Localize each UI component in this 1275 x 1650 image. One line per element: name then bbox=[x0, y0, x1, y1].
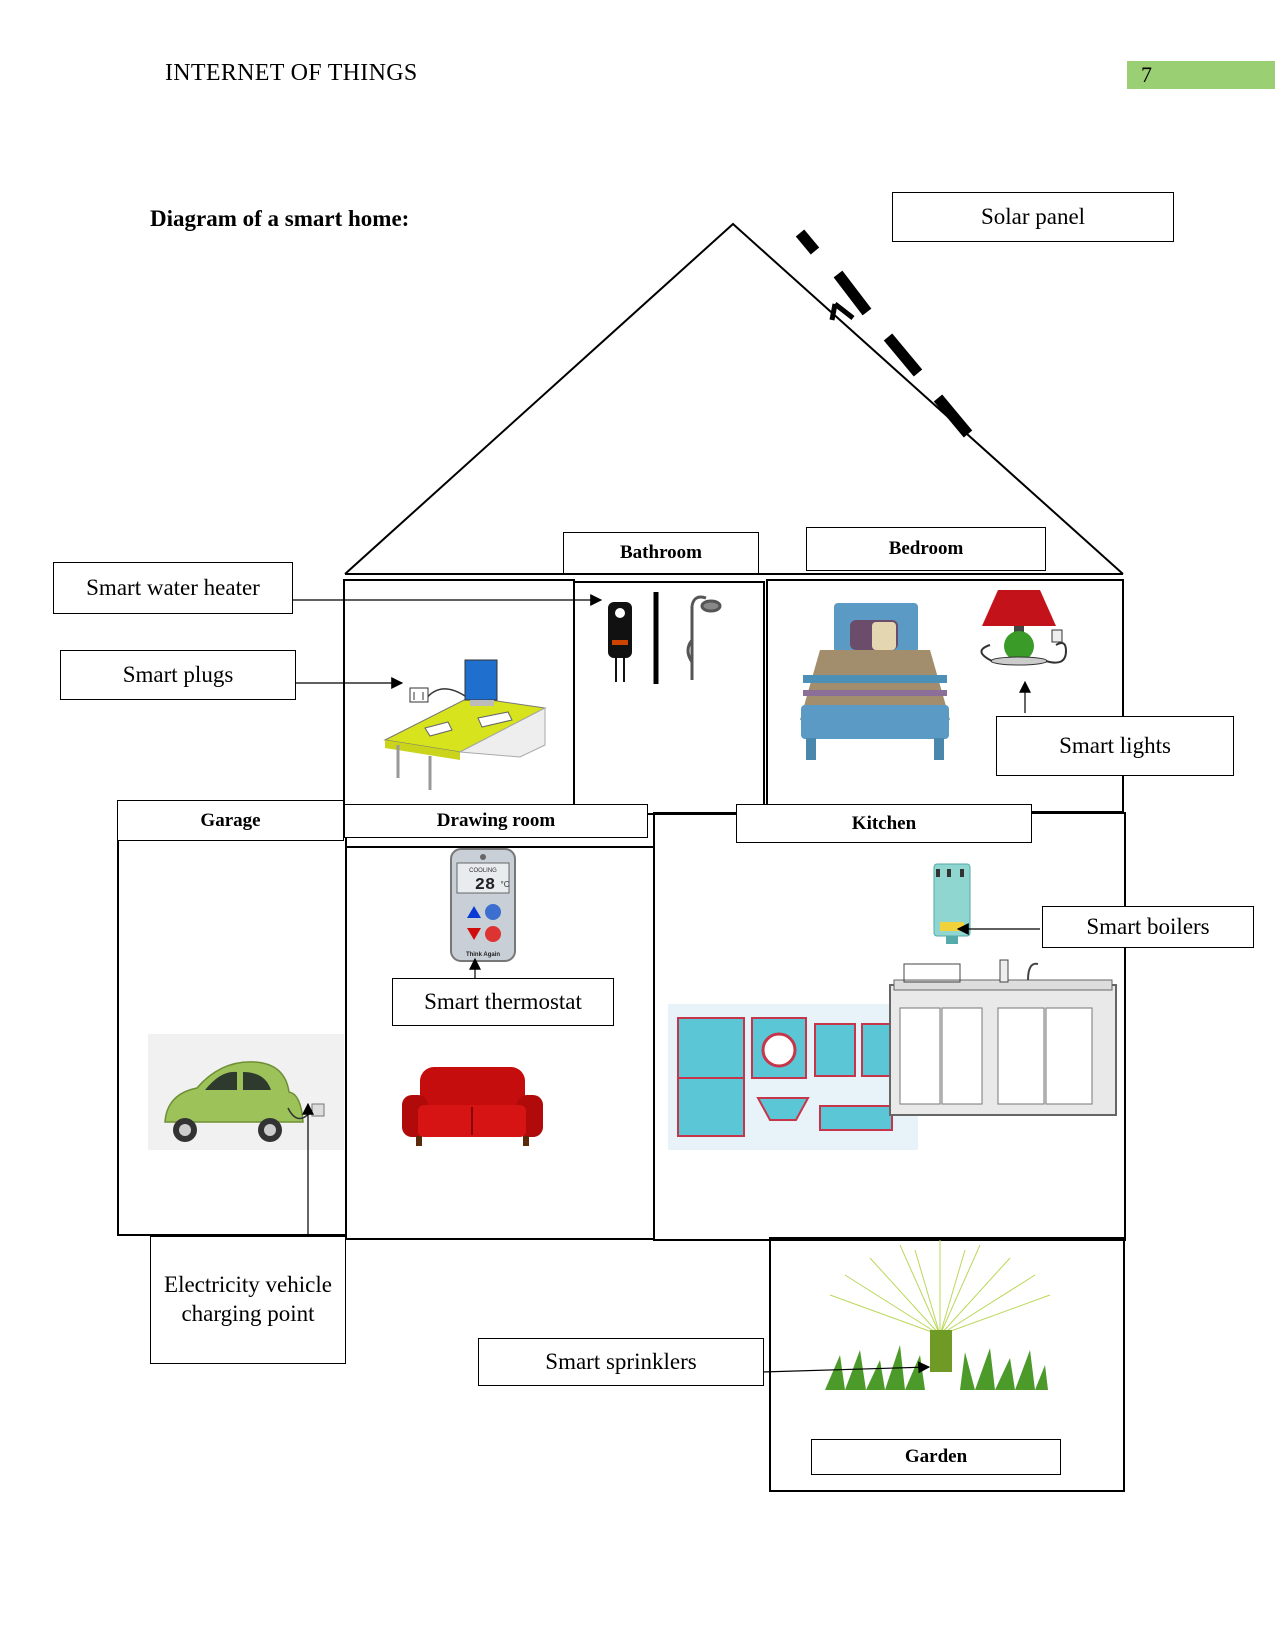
thermostat-unit-text: °C bbox=[501, 880, 510, 889]
thermostat-mode-text: COOLING bbox=[469, 868, 497, 874]
diagram-caption: Diagram of a smart home: bbox=[150, 206, 410, 231]
room-label-garage: Garage bbox=[117, 800, 344, 841]
solar-panel-icon bbox=[795, 229, 973, 438]
sprinkler-head bbox=[930, 1330, 952, 1372]
label-smart-lights: Smart lights bbox=[996, 716, 1234, 776]
appliances-icon bbox=[668, 1004, 918, 1150]
sprinkler-icon bbox=[829, 1240, 1051, 1336]
room-utility-upstairs bbox=[343, 579, 575, 811]
electric-car-icon bbox=[148, 1034, 344, 1150]
lamp-icon bbox=[980, 590, 1068, 666]
running-head: INTERNET OF THINGS bbox=[165, 60, 418, 86]
room-label-garden: Garden bbox=[811, 1439, 1061, 1475]
thermostat-icon bbox=[450, 848, 516, 962]
sofa-icon bbox=[402, 1067, 543, 1146]
desk-computer-icon bbox=[383, 659, 547, 790]
connector-lines bbox=[292, 594, 1040, 1374]
room-label-bedroom: Bedroom bbox=[806, 527, 1046, 571]
grass-icon bbox=[825, 1345, 1048, 1390]
room-label-drawing-room: Drawing room bbox=[344, 804, 648, 838]
boiler-icon bbox=[933, 863, 971, 944]
label-smart-boilers: Smart boilers bbox=[1042, 906, 1254, 948]
room-label-bathroom: Bathroom bbox=[563, 532, 759, 574]
roof bbox=[344, 222, 1124, 575]
label-smart-thermostat: Smart thermostat bbox=[392, 978, 614, 1026]
thermostat-temperature-text: 28 bbox=[475, 876, 495, 895]
room-bathroom bbox=[573, 581, 765, 815]
kitchen-cabinets-icon bbox=[889, 959, 1117, 1116]
bed-icon bbox=[800, 603, 950, 760]
water-heater-icon bbox=[608, 602, 632, 682]
room-label-kitchen: Kitchen bbox=[736, 804, 1032, 843]
shower-icon bbox=[686, 595, 722, 680]
label-solar-panel: Solar panel bbox=[892, 192, 1174, 242]
label-smart-water-heater: Smart water heater bbox=[53, 562, 293, 614]
room-garden bbox=[769, 1237, 1125, 1492]
room-garage bbox=[117, 811, 347, 1236]
label-ev-charging-point: Electricity vehicle charging point bbox=[150, 1236, 346, 1364]
page-number: 7 bbox=[1127, 61, 1275, 89]
label-smart-plugs: Smart plugs bbox=[60, 650, 296, 700]
thermostat-brand-text: Think Again bbox=[466, 952, 500, 958]
label-smart-sprinklers: Smart sprinklers bbox=[478, 1338, 764, 1386]
